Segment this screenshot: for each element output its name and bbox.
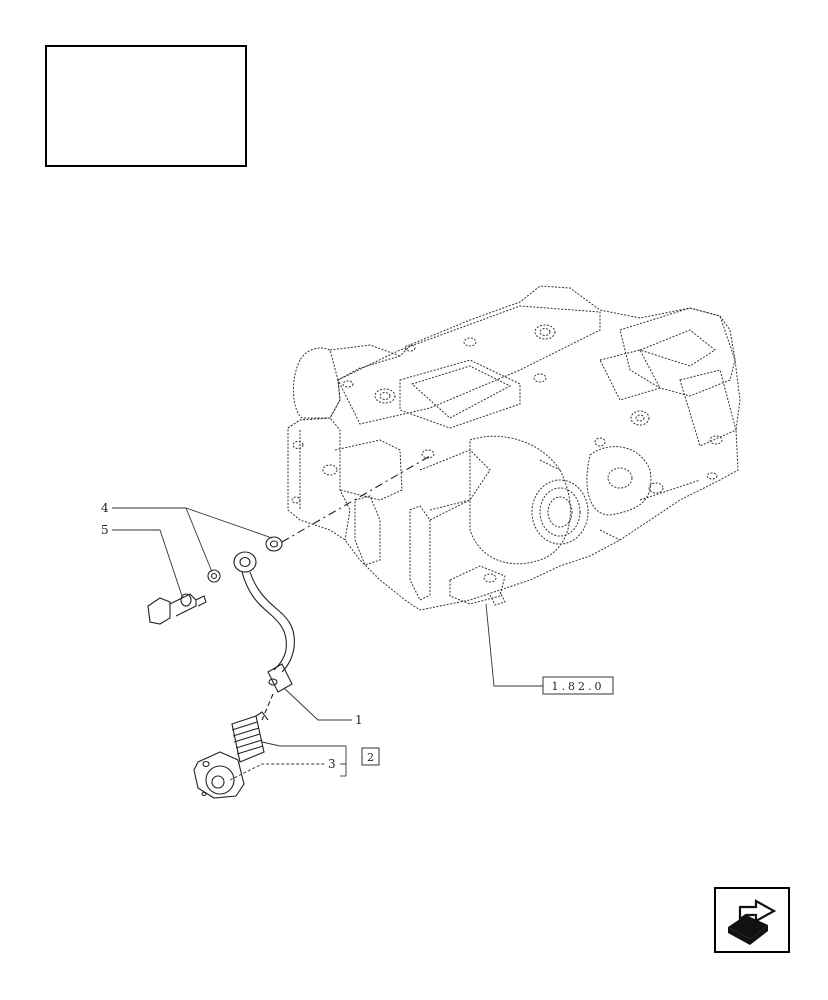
leader-lines	[112, 507, 543, 781]
group-ref-label: 2	[367, 751, 374, 764]
valve-part-3	[193, 711, 269, 799]
callout-3: 3	[328, 757, 336, 771]
washer-part-4b	[207, 569, 221, 583]
lift-housing	[287, 285, 741, 611]
housing-ref-label: 1.82.0	[552, 680, 605, 693]
next-page-button[interactable]	[714, 887, 790, 953]
callout-4: 4	[101, 501, 109, 515]
housing-ref-box	[542, 676, 614, 695]
tractor-thumbnail-frame	[45, 45, 247, 167]
callout-1: 1	[355, 713, 363, 727]
parts-exploded	[147, 455, 431, 799]
group-ref-box	[361, 747, 380, 766]
next-page-arrow-icon	[728, 899, 777, 945]
pipe-part-1	[233, 551, 295, 693]
callout-5: 5	[101, 523, 109, 537]
assembly-axis-line	[281, 455, 431, 543]
banjo-bolt-part-5	[147, 593, 207, 625]
washer-part-4	[265, 536, 283, 552]
